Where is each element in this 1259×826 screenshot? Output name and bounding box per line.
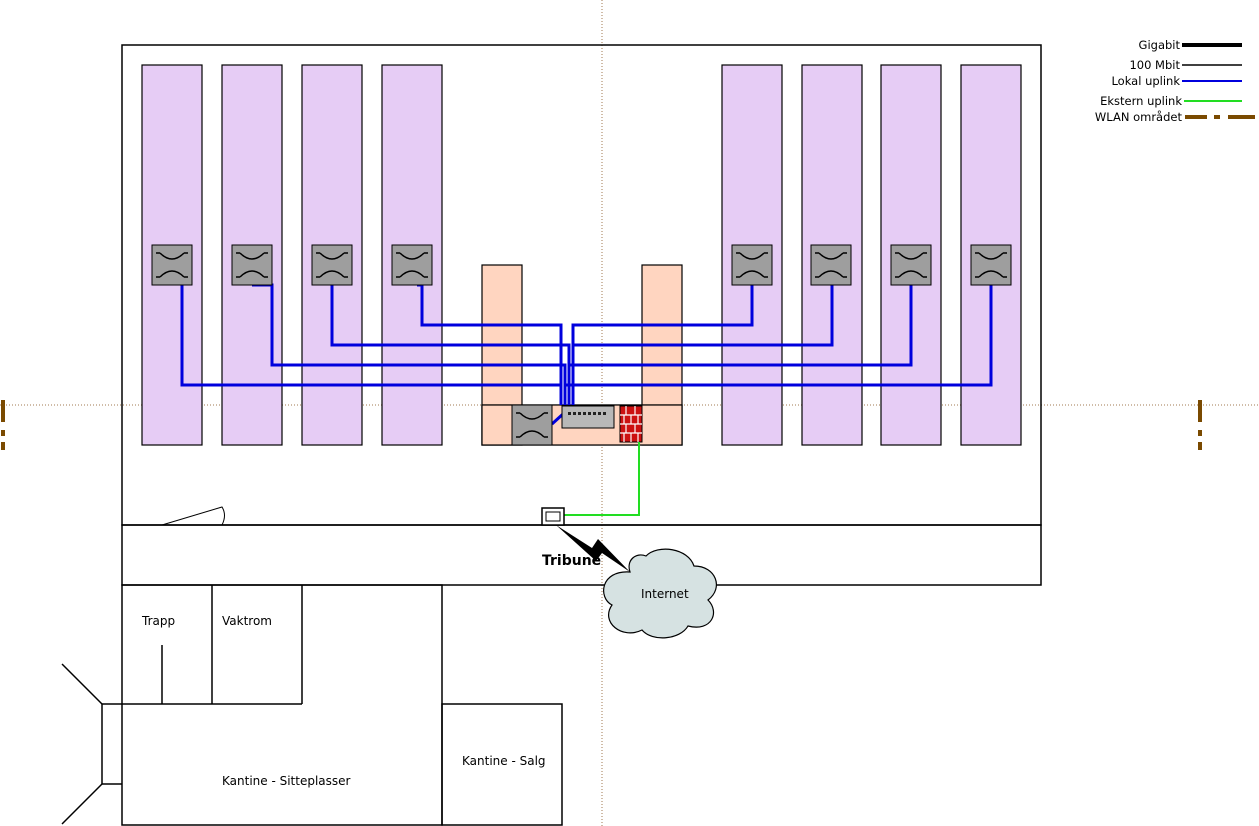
legend-external-label: Ekstern uplink xyxy=(1100,94,1182,108)
lightning-link-icon xyxy=(556,525,630,572)
table-rows xyxy=(141,64,1022,446)
tribune-label: Tribune xyxy=(542,553,601,569)
internet-cloud-icon xyxy=(603,548,717,639)
kantine-sitteplasser-label: Kantine - Sitteplasser xyxy=(222,774,351,788)
legend-100mbit-label: 100 Mbit xyxy=(1129,58,1180,72)
lower-rooms xyxy=(61,584,563,826)
door-arc xyxy=(161,506,225,526)
network-switch-icon xyxy=(151,244,1012,446)
legend: Gigabit 100 Mbit Lokal uplink Ekstern up… xyxy=(1095,38,1255,124)
legend-wlan-label: WLAN området xyxy=(1095,110,1183,124)
vaktrom-label: Vaktrom xyxy=(222,614,272,628)
wlan-edge-marks xyxy=(1,400,1202,450)
modem-icon xyxy=(541,507,565,526)
legend-local-label: Lokal uplink xyxy=(1111,74,1180,88)
trapp-label: Trapp xyxy=(141,614,175,628)
internet-label: Internet xyxy=(641,587,689,601)
tribune-area xyxy=(121,524,1042,586)
router-icon xyxy=(561,405,615,429)
firewall-icon xyxy=(619,405,643,443)
kantine-salg-label: Kantine - Salg xyxy=(462,754,546,768)
external-uplink xyxy=(564,442,640,516)
legend-gigabit-label: Gigabit xyxy=(1139,38,1181,52)
